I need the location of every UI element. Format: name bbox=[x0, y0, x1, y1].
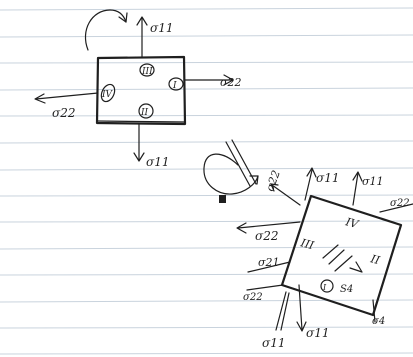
ruled-lines bbox=[0, 7, 413, 355]
circle-region-3 bbox=[139, 63, 155, 77]
sigma11-rotated-bottom-left-label: σ11 bbox=[262, 336, 285, 350]
circle-region-4 bbox=[100, 83, 116, 103]
interior-arrow bbox=[349, 261, 363, 273]
sigma11-rotated-top-label: σ11 bbox=[316, 171, 339, 185]
sigma22-left-label: σ22 bbox=[52, 106, 75, 120]
rotated-region-2-label: II bbox=[368, 252, 381, 267]
sigma22-right-label: σ22 bbox=[220, 76, 242, 89]
sigma22-left-rotated-label: σ22 bbox=[255, 229, 278, 243]
circle-region-2 bbox=[138, 103, 154, 119]
bottom-edge-hatch bbox=[96, 120, 186, 123]
square-element bbox=[95, 55, 187, 126]
sigma4-label: σ4 bbox=[372, 316, 385, 327]
circle-region-1 bbox=[168, 77, 184, 91]
rotated-region-1-label: I bbox=[322, 283, 327, 292]
sigma22-bottom-left-label: σ22 bbox=[243, 292, 263, 303]
pivot-mark bbox=[219, 195, 226, 203]
rotation-arrow-loop bbox=[203, 153, 259, 195]
rotated-circle-region-1 bbox=[320, 279, 334, 293]
region-1-label: I bbox=[172, 81, 177, 91]
region-4-label: IV bbox=[101, 90, 114, 100]
interior-hatching bbox=[322, 244, 353, 272]
rotation-arrow-top bbox=[84, 9, 127, 51]
region-3-label: III bbox=[141, 67, 153, 77]
rotated-region-4-label: IV bbox=[343, 215, 360, 231]
sigma22-right-rotated-label: σ22 bbox=[390, 198, 410, 209]
sigma11-bottom-label: σ11 bbox=[146, 155, 169, 169]
sigma21-label: σ21 bbox=[258, 256, 280, 269]
element-rotated: σ22 σ11 σ11 σ22 σ22 σ21 σ22 σ11 σ11 σ4 bbox=[203, 139, 413, 350]
sigma11-rotated-bottom-label: σ11 bbox=[306, 326, 329, 340]
sigma22-tilted-label: σ22 bbox=[263, 169, 283, 194]
sigma11-right-top-label: σ11 bbox=[362, 175, 384, 188]
region-2-label: II bbox=[140, 108, 149, 118]
rotated-square bbox=[280, 194, 403, 317]
sigma11-top-label: σ11 bbox=[150, 21, 173, 35]
element-axis-aligned: σ11 σ11 σ22 σ22 III I IV II bbox=[34, 9, 242, 169]
rotated-region-3-label: III bbox=[298, 236, 316, 252]
s4-label: S4 bbox=[340, 284, 353, 295]
